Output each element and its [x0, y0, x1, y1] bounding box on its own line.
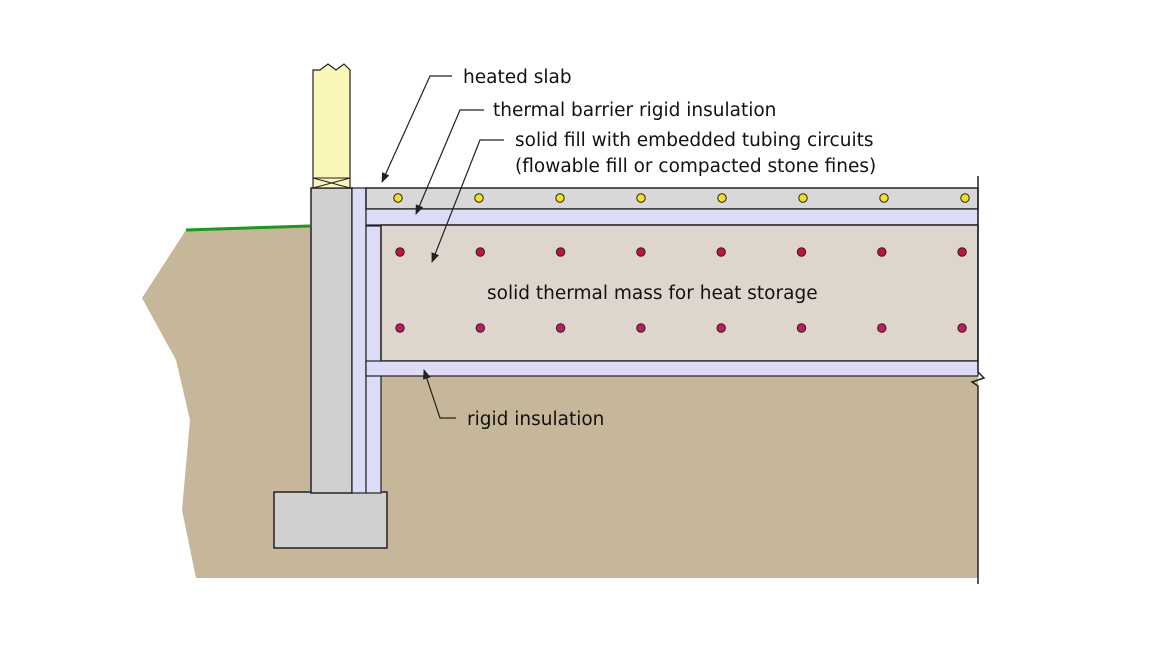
stud-bottom-plate-cross [312, 177, 351, 189]
label-thermal-mass: solid thermal mass for heat storage [487, 283, 818, 304]
label-rigid-insulation: rigid insulation [467, 409, 604, 430]
mass-tube [555, 323, 566, 333]
vertical-edge-insulation-inner [365, 225, 382, 494]
slab-tube [798, 193, 808, 203]
mass-tube [716, 323, 726, 333]
slab-tubing-circuits [393, 193, 970, 203]
mass-tube [475, 247, 485, 257]
grass-line [185, 224, 311, 232]
slab-tube [879, 193, 889, 203]
label-heated-slab: heated slab [463, 67, 572, 88]
thermal-barrier-insulation [365, 208, 979, 226]
leader-thermal-barrier [415, 109, 484, 215]
mass-tube [716, 247, 726, 257]
wall-stud [312, 63, 351, 189]
slab-tube [960, 193, 970, 203]
slab-tube [636, 193, 646, 203]
mass-tube [395, 323, 405, 333]
slab-tube [717, 193, 727, 203]
mass-tube [877, 323, 887, 333]
bottom-rigid-insulation [365, 360, 979, 377]
slab-tube [555, 193, 565, 203]
mass-tube [796, 247, 807, 257]
mass-tube [796, 323, 807, 333]
vertical-perimeter-insulation [351, 187, 367, 494]
slab-tube [393, 193, 403, 203]
leader-heated-slab [381, 75, 452, 183]
mass-tube [475, 323, 485, 333]
mass-tube [957, 323, 967, 333]
mass-tube [395, 247, 405, 257]
soil-ground-left [142, 226, 310, 578]
label-solid-fill-line2: (flowable fill or compacted stone fines) [515, 156, 876, 177]
mass-tube [636, 323, 646, 333]
label-thermal-barrier: thermal barrier rigid insulation [493, 100, 776, 121]
slab-tube [474, 193, 484, 203]
soil-ground-under-slab [310, 376, 978, 578]
footing [273, 491, 388, 549]
foundation-wall [310, 187, 353, 494]
leader-rigid-insulation [423, 369, 456, 419]
mass-tube [555, 247, 566, 257]
mass-tube [957, 247, 967, 257]
thermal-mass-tubing-circuits [395, 247, 967, 333]
leader-solid-fill [431, 139, 504, 263]
section-break-line [970, 176, 986, 584]
mass-tube [636, 247, 646, 257]
label-solid-fill-line1: solid fill with embedded tubing circuits [515, 130, 873, 151]
mass-tube [877, 247, 887, 257]
